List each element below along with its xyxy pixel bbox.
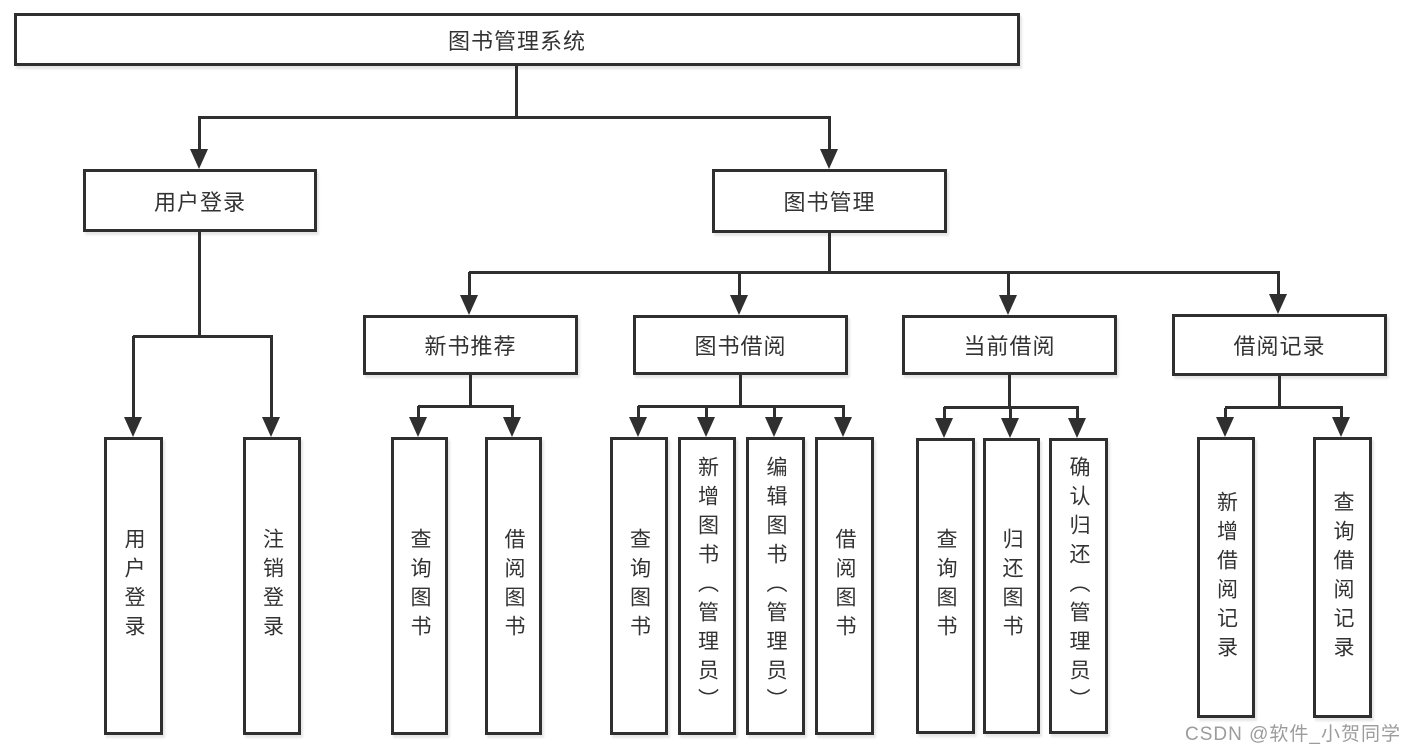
connector-level3-horizontal (469, 271, 1280, 274)
arrow-down-icon (503, 417, 521, 437)
arrow-down-icon (262, 417, 280, 437)
arrow-down-icon (999, 295, 1017, 315)
arrow-stem (417, 406, 420, 417)
arrow-stem (1277, 272, 1280, 294)
arrow-down-icon (124, 417, 142, 437)
arrow-stem (1007, 272, 1010, 295)
node-book-borrowing: 图书借阅 (633, 315, 848, 375)
arrow-down-icon (935, 418, 953, 438)
arrow-to-bb-query-books (629, 406, 648, 437)
connector-user-login-horizontal (133, 335, 273, 338)
leaf-user-login: 用户登录 (104, 437, 163, 735)
arrow-down-icon (1332, 417, 1350, 437)
connector-user-login-stem (198, 232, 201, 336)
arrow-stem (1224, 408, 1227, 417)
arrow-stem (842, 406, 845, 417)
leaf-bb-borrow-books: 借阅图书 (815, 437, 874, 735)
arrow-stem (828, 117, 831, 149)
leaf-nbr-borrow-books: 借阅图书 (485, 437, 542, 735)
arrow-to-leaf-user-login (124, 336, 143, 437)
leaf-nbr-query-books: 查询图书 (391, 437, 448, 735)
connector-book-management-stem (828, 233, 831, 272)
arrow-to-leaf-logout (262, 336, 281, 437)
arrow-down-icon (820, 149, 838, 169)
node-library-management-system: 图书管理系统 (14, 13, 1020, 66)
arrow-stem (1340, 408, 1343, 417)
arrow-down-icon (1068, 418, 1086, 438)
arrow-to-book-borrowing (730, 272, 749, 315)
leaf-bb-add-books-admin: 新增图书（管理员） (678, 437, 736, 735)
leaf-cb-query-books: 查询图书 (916, 438, 975, 734)
leaf-cb-return-books: 归还图书 (983, 438, 1040, 734)
connector-new-book-recommend-horizontal (418, 405, 514, 408)
arrow-down-icon (1269, 294, 1287, 314)
arrow-down-icon (765, 417, 783, 437)
arrow-down-icon (730, 295, 748, 315)
leaf-bb-edit-books-admin: 编辑图书（管理员） (746, 437, 805, 735)
arrow-to-borrowing-records (1269, 272, 1288, 314)
arrow-to-book-management (820, 117, 839, 169)
arrow-to-bb-edit-books (765, 406, 784, 437)
arrow-stem (270, 336, 273, 417)
arrow-stem (738, 272, 741, 295)
node-borrowing-records: 借阅记录 (1172, 314, 1387, 376)
leaf-cb-confirm-return-admin: 确认归还（管理员） (1049, 438, 1108, 734)
leaf-br-query-record: 查询借阅记录 (1313, 437, 1372, 718)
csdn-watermark: CSDN @软件_小贺同学 (1185, 724, 1401, 745)
arrow-stem (132, 336, 135, 417)
connector-book-borrowing-horizontal (638, 405, 845, 408)
node-user-login: 用户登录 (83, 169, 317, 232)
arrow-down-icon (190, 149, 208, 169)
arrow-to-br-query-record (1332, 408, 1351, 437)
arrow-to-bb-borrow-books (834, 406, 853, 437)
arrow-to-cb-return-books (1001, 407, 1020, 438)
arrow-stem (773, 406, 776, 417)
arrow-down-icon (1216, 417, 1234, 437)
arrow-down-icon (629, 417, 647, 437)
arrow-stem (943, 407, 946, 418)
connector-borrowing-records-stem (1278, 376, 1281, 407)
node-book-management: 图书管理 (712, 169, 947, 233)
arrow-down-icon (460, 295, 478, 315)
node-new-book-recommend: 新书推荐 (363, 315, 578, 375)
connector-root-horizontal (198, 116, 831, 119)
arrow-to-cb-confirm-return (1068, 407, 1087, 438)
arrow-stem (511, 406, 514, 417)
arrow-to-user-login (190, 117, 209, 169)
connector-book-borrowing-stem (739, 375, 742, 406)
leaf-bb-query-books: 查询图书 (610, 437, 668, 735)
arrow-stem (468, 272, 471, 295)
connector-borrowing-records-horizontal (1225, 406, 1343, 409)
arrow-down-icon (409, 417, 427, 437)
arrow-stem (1076, 407, 1079, 418)
node-current-borrowing: 当前借阅 (902, 315, 1117, 375)
arrow-to-cb-query-books (935, 407, 954, 438)
arrow-stem (198, 117, 201, 149)
arrow-to-bb-add-books (697, 406, 716, 437)
arrow-to-new-book-recommend (460, 272, 479, 315)
arrow-to-nbr-query-books (409, 406, 428, 437)
connector-new-book-recommend-stem (469, 375, 472, 406)
arrow-stem (705, 406, 708, 417)
arrow-to-current-borrowing (999, 272, 1018, 315)
arrow-to-nbr-borrow-books (503, 406, 522, 437)
arrow-down-icon (834, 417, 852, 437)
arrow-down-icon (697, 417, 715, 437)
arrow-down-icon (1001, 418, 1019, 438)
arrow-stem (637, 406, 640, 417)
arrow-to-br-add-record (1216, 408, 1235, 437)
leaf-br-add-record: 新增借阅记录 (1197, 437, 1255, 718)
leaf-logout: 注销登录 (243, 437, 301, 735)
arrow-stem (1009, 407, 1012, 418)
connector-current-borrowing-stem (1008, 375, 1011, 407)
connector-root-stem (515, 66, 518, 117)
